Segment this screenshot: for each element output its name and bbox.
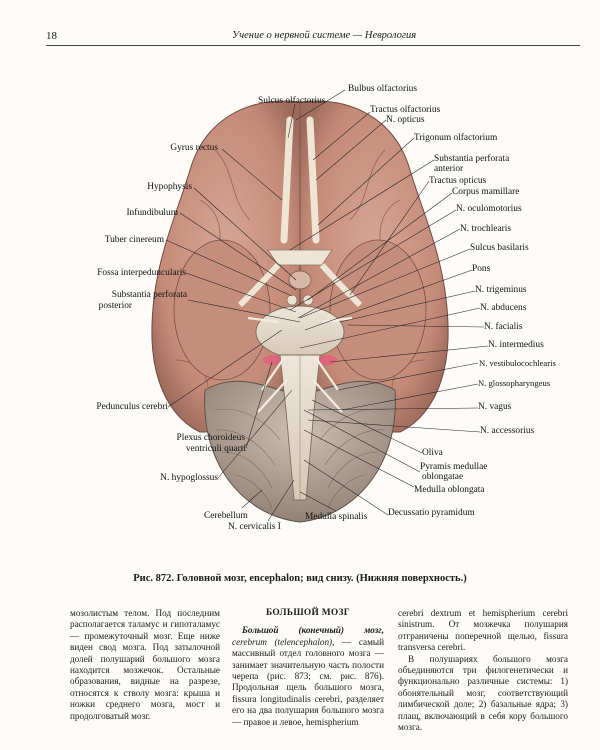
- right-temporal-lobe: [329, 239, 427, 381]
- column-1-text: мозолистым телом. Под последним располаг…: [70, 608, 220, 721]
- label-oliva: Oliva: [422, 448, 443, 458]
- olfactory-tract-left: [280, 116, 294, 244]
- label-n-vagus: N. vagus: [478, 402, 512, 412]
- text-column-2: БОЛЬШОЙ МОЗГ Большой (конечный) мозг, ce…: [232, 608, 384, 728]
- label-substantia-perforata-posterior-2: posterior: [98, 301, 132, 311]
- label-n-cervicalis-i: N. cervicalis I: [228, 522, 281, 532]
- label-tuber-cinereum: Tuber cinereum: [104, 235, 164, 245]
- running-head: Учение о нервной системе — Неврология: [232, 30, 417, 41]
- left-temporal-lobe: [173, 239, 271, 381]
- label-n-abducens: N. abducens: [480, 303, 527, 313]
- label-fossa-interpeduncularis: Fossa interpeduncularis: [97, 268, 186, 278]
- label-n-facialis: N. facialis: [484, 322, 523, 332]
- cerebellum-folia: [214, 408, 386, 509]
- label-n-hypoglossus: N. hypoglossus: [160, 473, 218, 483]
- page-number: 18: [46, 30, 57, 42]
- label-pyramis-medullae-2: oblongatae: [422, 472, 464, 482]
- column-2-paragraph: Большой (конечный) мозг, cerebrum (telen…: [232, 625, 384, 728]
- brain-illustration: [151, 89, 489, 523]
- label-sulcus-olfactorius: Sulcus olfactorius: [258, 96, 326, 106]
- pons: [255, 305, 345, 359]
- text-column-1: мозолистым телом. Под последним располаг…: [70, 608, 220, 722]
- leader-lines: [165, 89, 489, 522]
- label-tractus-opticus: Tractus opticus: [429, 176, 487, 186]
- label-cerebellum: Cerebellum: [204, 511, 248, 521]
- column-3-paragraph-1: cerebri dextrum et hemispherium cerebri …: [398, 608, 568, 653]
- label-bulbus-olfactorius: Bulbus olfactorius: [348, 84, 418, 94]
- brain-figure: Bulbus olfactorius Sulcus olfactorius Tr…: [0, 60, 600, 585]
- label-corpus-mamillare: Corpus mamillare: [452, 187, 520, 197]
- label-n-vestibulocochlearis: N. vestibulocochlearis: [479, 358, 556, 368]
- latin-cerebrum: cerebrum (telencephalon),: [232, 636, 335, 647]
- label-n-trochlearis: N. trochlearis: [460, 224, 512, 234]
- label-substantia-perforata-posterior-1: Substantia perforata: [111, 290, 187, 300]
- label-n-intermedius: N. intermedius: [488, 340, 544, 350]
- label-n-accessorius: N. accessorius: [480, 426, 535, 436]
- term-cerebrum: Большой (конечный) мозг,: [242, 625, 384, 636]
- label-pyramis-medullae-1: Pyramis medullae: [420, 462, 488, 472]
- figure-caption: Рис. 872. Головной мозг, encephalon; вид…: [133, 573, 467, 584]
- label-decussatio-pyramidum: Decussatio pyramidum: [388, 508, 475, 518]
- label-infundibulum: Infundibulum: [126, 208, 178, 218]
- label-plexus-choroideus-1: Plexus choroideus: [176, 433, 245, 443]
- choroid-plexus-right: [319, 355, 337, 365]
- label-substantia-perforata-anterior-2: anterior: [434, 164, 464, 174]
- choroid-plexus-left: [263, 355, 281, 365]
- section-title: БОЛЬШОЙ МОЗГ: [265, 608, 351, 618]
- label-medulla-spinalis: Medulla spinalis: [305, 512, 368, 522]
- label-n-trigeminus: N. trigeminus: [475, 285, 527, 295]
- optic-tracts: [237, 262, 363, 308]
- page-header: 18 Учение о нервной системе — Неврология: [0, 0, 600, 46]
- label-trigonum-olfactorium: Trigonum olfactorium: [414, 133, 498, 143]
- label-pedunculus-cerebri: Pedunculus cerebri: [96, 402, 168, 412]
- label-n-opticus: N. opticus: [386, 115, 425, 125]
- olfactory-tract-right: [306, 116, 320, 244]
- label-sulcus-basilaris: Sulcus basilaris: [470, 243, 529, 253]
- text-column-3: cerebri dextrum et hemispherium cerebri …: [398, 608, 568, 733]
- label-pons: Pons: [472, 264, 491, 274]
- column-2-text: — самый массивный отдел головного мозга …: [232, 636, 384, 727]
- label-hypophysis: Hypophysis: [147, 182, 192, 192]
- label-n-glossopharyngeus: N. glossopharyngeus: [478, 378, 551, 388]
- column-3-paragraph-2: В полушариях большого мозга объединяются…: [398, 653, 568, 733]
- label-substantia-perforata-anterior-1: Substantia perforata: [434, 154, 510, 164]
- label-medulla-oblongata: Medulla oblongata: [414, 485, 485, 495]
- hypophysis: [288, 270, 312, 290]
- optic-chiasm: [267, 249, 333, 266]
- cranial-nerve-roots: [247, 316, 353, 413]
- label-plexus-choroideus-2: ventriculi quarti: [185, 444, 246, 454]
- header-rule: [46, 45, 580, 46]
- label-tractus-olfactorius: Tractus olfactorius: [370, 105, 441, 115]
- label-n-oculomotorius: N. oculomotorius: [456, 204, 522, 214]
- label-gyrus-rectus: Gyrus rectus: [170, 143, 218, 153]
